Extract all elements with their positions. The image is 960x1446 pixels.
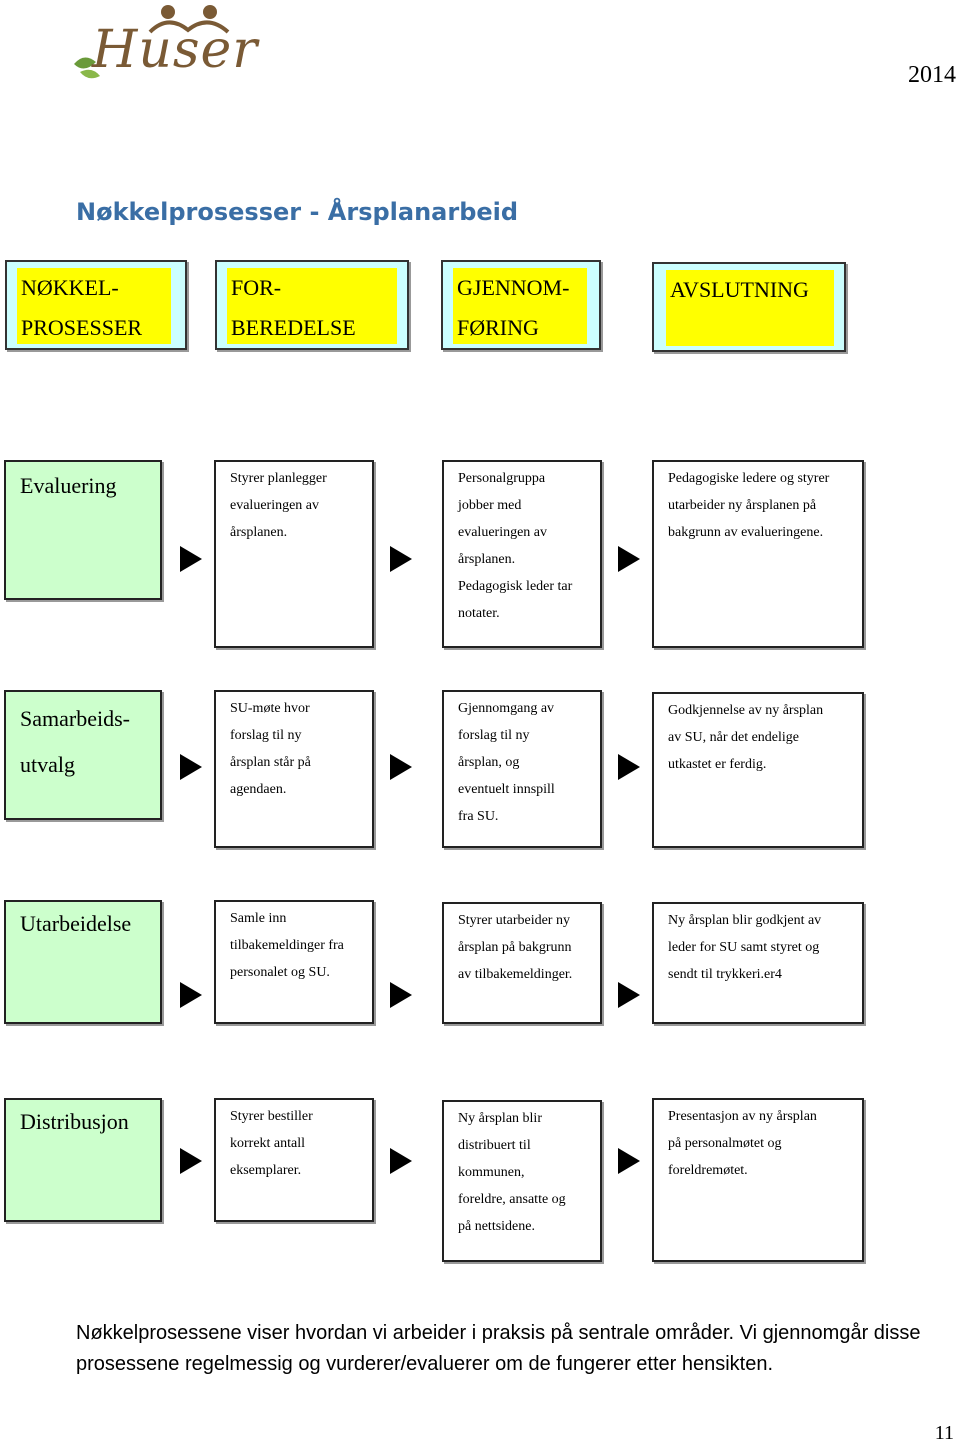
row-label-evaluering: Evaluering bbox=[4, 460, 162, 600]
row-label-text: Utarbeidelse bbox=[20, 911, 132, 936]
row-label-distribusjon: Distribusjon bbox=[4, 1098, 162, 1222]
arrow-icon bbox=[180, 546, 202, 572]
step-text: Samle inn tilbakemeldinger fra personale… bbox=[230, 911, 344, 980]
step-text: Personalgruppa jobber med evalueringen a… bbox=[458, 471, 573, 621]
arrow-icon bbox=[180, 1148, 202, 1174]
step-text: Styrer bestiller korrekt antall eksempla… bbox=[230, 1109, 313, 1178]
column-header-forberedelse: FOR- BEREDELSE bbox=[215, 260, 409, 350]
step-box: Personalgruppa jobber med evalueringen a… bbox=[442, 460, 602, 648]
arrow-icon bbox=[618, 546, 640, 572]
arrow-icon bbox=[180, 754, 202, 780]
column-header-nokkelprosesser: NØKKEL- PROSESSER bbox=[5, 260, 187, 350]
arrow-icon bbox=[390, 754, 412, 780]
column-header-label: GJENNOM- FØRING bbox=[453, 268, 587, 344]
arrow-icon bbox=[390, 1148, 412, 1174]
row-label-text: Samarbeids- utvalg bbox=[20, 706, 130, 777]
column-header-label: FOR- BEREDELSE bbox=[227, 268, 397, 344]
step-box: Pedagogiske ledere og styrer utarbeider … bbox=[652, 460, 864, 648]
step-box: Ny årsplan blir distribuert til kommunen… bbox=[442, 1100, 602, 1262]
row-label-text: Distribusjon bbox=[20, 1109, 129, 1134]
column-header-label: NØKKEL- PROSESSER bbox=[17, 268, 171, 344]
step-text: Godkjennelse av ny årsplan av SU, når de… bbox=[668, 703, 824, 772]
step-box: Samle inn tilbakemeldinger fra personale… bbox=[214, 900, 374, 1024]
step-box: Presentasjon av ny årsplan på personalmø… bbox=[652, 1098, 864, 1262]
step-box: Styrer planlegger evalueringen av årspla… bbox=[214, 460, 374, 648]
column-header-gjennomforing: GJENNOM- FØRING bbox=[441, 260, 601, 350]
step-text: Presentasjon av ny årsplan på personalmø… bbox=[668, 1109, 817, 1178]
page-title: Nøkkelprosesser - Årsplanarbeid bbox=[76, 198, 519, 226]
step-box: Godkjennelse av ny årsplan av SU, når de… bbox=[652, 692, 864, 848]
step-text: Ny årsplan blir godkjent av leder for SU… bbox=[668, 913, 822, 982]
column-header-label: AVSLUTNING bbox=[666, 270, 834, 346]
row-label-samarbeidsutvalg: Samarbeids- utvalg bbox=[4, 690, 162, 820]
step-text: Gjennomgang av forslag til ny årsplan, o… bbox=[458, 701, 555, 824]
arrow-icon bbox=[618, 1148, 640, 1174]
step-box: SU-møte hvor forslag til ny årsplan står… bbox=[214, 690, 374, 848]
step-text: Ny årsplan blir distribuert til kommunen… bbox=[458, 1111, 566, 1234]
year: 2014 bbox=[908, 62, 956, 88]
logo-graphic bbox=[74, 5, 230, 79]
step-text: Styrer utarbeider ny årsplan på bakgrunn… bbox=[458, 913, 573, 982]
row-label-utarbeidelse: Utarbeidelse bbox=[4, 900, 162, 1024]
step-text: Pedagogiske ledere og styrer utarbeider … bbox=[668, 471, 830, 540]
column-header-avslutning: AVSLUTNING bbox=[652, 262, 846, 352]
arrow-icon bbox=[390, 546, 412, 572]
arrow-icon bbox=[180, 982, 202, 1008]
step-box: Gjennomgang av forslag til ny årsplan, o… bbox=[442, 690, 602, 848]
step-box: Styrer utarbeider ny årsplan på bakgrunn… bbox=[442, 902, 602, 1024]
footer-text: Nøkkelprosessene viser hvordan vi arbeid… bbox=[76, 1322, 921, 1375]
step-box: Ny årsplan blir godkjent av leder for SU… bbox=[652, 902, 864, 1024]
logo-text: Huser bbox=[92, 20, 259, 80]
row-label-text: Evaluering bbox=[20, 473, 117, 498]
step-text: Styrer planlegger evalueringen av årspla… bbox=[230, 471, 327, 540]
step-text: SU-møte hvor forslag til ny årsplan står… bbox=[230, 701, 311, 797]
step-box: Styrer bestiller korrekt antall eksempla… bbox=[214, 1098, 374, 1222]
arrow-icon bbox=[390, 982, 412, 1008]
arrow-icon bbox=[618, 982, 640, 1008]
arrow-icon bbox=[618, 754, 640, 780]
page-number: 11 bbox=[934, 1422, 954, 1444]
